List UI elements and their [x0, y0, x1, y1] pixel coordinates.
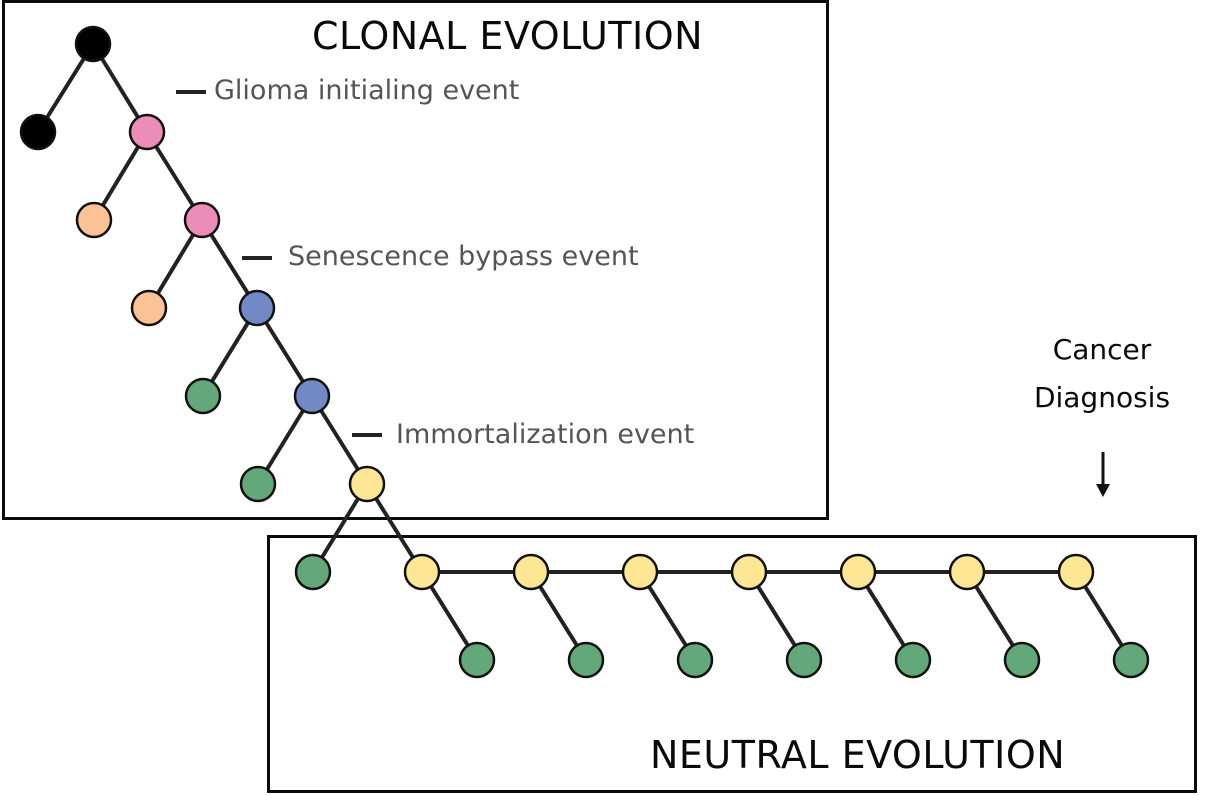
cell-node-yellow [948, 553, 986, 591]
cell-node-black [19, 113, 57, 151]
event-label-glioma: Glioma initialing event [214, 75, 520, 106]
cell-node-green [239, 465, 277, 503]
event-marker-senescence [242, 256, 272, 260]
cell-node-pink [128, 113, 166, 151]
event-marker-immortalization [352, 433, 382, 437]
cell-node-yellow [730, 553, 768, 591]
neutral-evolution-title: NEUTRAL EVOLUTION [650, 733, 1066, 777]
event-marker-glioma [176, 90, 206, 94]
cell-node-yellow [1057, 553, 1095, 591]
cell-node-green [458, 641, 496, 679]
cell-node-yellow [839, 553, 877, 591]
cell-node-yellow [403, 553, 441, 591]
event-label-senescence: Senescence bypass event [288, 241, 639, 272]
cell-node-green [294, 553, 332, 591]
cancer-diagnosis-label: Cancer Diagnosis [1000, 326, 1204, 422]
cell-node-green [676, 641, 714, 679]
cell-node-yellow [348, 465, 386, 503]
cell-node-green [184, 377, 222, 415]
cancer-diagnosis-line1: Cancer [1052, 333, 1152, 366]
arrow-down-icon [1096, 452, 1110, 497]
neutral-evolution-box [267, 535, 1197, 793]
cell-node-peach [75, 201, 113, 239]
clonal-evolution-box [2, 0, 829, 520]
cell-node-yellow [512, 553, 550, 591]
cell-node-green [894, 641, 932, 679]
cell-node-green [785, 641, 823, 679]
cell-node-blue [238, 289, 276, 327]
cell-node-green [1112, 641, 1150, 679]
cell-node-black [74, 25, 112, 63]
cell-node-green [1003, 641, 1041, 679]
clonal-evolution-title: CLONAL EVOLUTION [312, 14, 704, 58]
cell-node-green [567, 641, 605, 679]
cell-node-peach [130, 289, 168, 327]
cell-node-yellow [621, 553, 659, 591]
cell-node-blue [293, 377, 331, 415]
cancer-diagnosis-line2: Diagnosis [1033, 381, 1171, 414]
cell-node-pink [183, 201, 221, 239]
event-label-immortalization: Immortalization event [396, 419, 695, 450]
